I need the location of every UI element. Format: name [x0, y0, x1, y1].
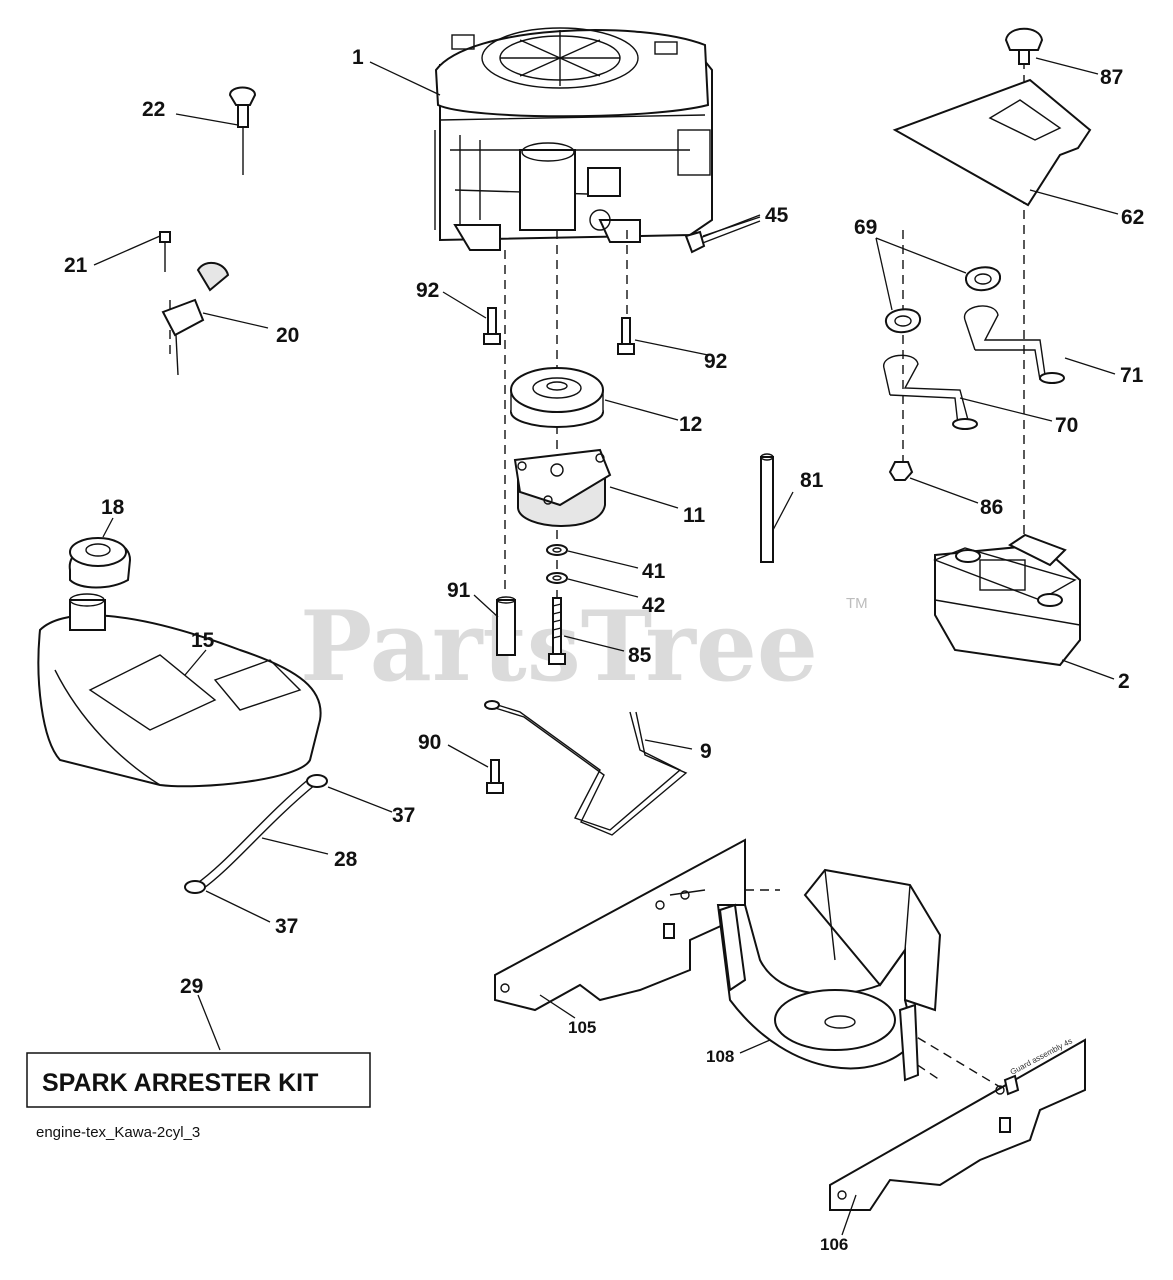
label-29: 29	[180, 975, 203, 998]
label-105: 105	[568, 1018, 596, 1037]
label-90: 90	[418, 731, 441, 754]
label-85: 85	[628, 644, 652, 667]
label-108: 108	[706, 1047, 734, 1066]
label-1: 1	[352, 46, 364, 69]
label-11: 11	[683, 504, 706, 527]
bolt-92-left	[483, 307, 501, 345]
label-28: 28	[334, 848, 358, 871]
label-20: 20	[276, 324, 299, 347]
spark-arrester-kit-text: SPARK ARRESTER KIT	[42, 1069, 318, 1097]
bracket-105	[494, 838, 746, 1012]
heat-shield-62	[892, 78, 1092, 207]
label-21: 21	[64, 254, 88, 277]
label-92-left: 92	[416, 279, 439, 302]
clamp-37-bottom	[184, 880, 206, 894]
label-70: 70	[1055, 414, 1078, 437]
label-106: 106	[820, 1235, 848, 1254]
knob-22	[228, 86, 257, 175]
exhaust-pipe-70	[883, 354, 978, 430]
washer-41	[546, 544, 568, 556]
label-91: 91	[447, 579, 471, 602]
label-12: 12	[679, 413, 702, 436]
gasket-69-upper	[965, 266, 1001, 292]
gasket-69-lower	[885, 308, 921, 334]
engine-illustration	[434, 27, 713, 251]
nut-86	[888, 461, 914, 481]
fuel-tank-15	[37, 593, 322, 788]
label-87: 87	[1100, 66, 1123, 89]
knob-87	[1004, 27, 1044, 65]
throttle-20	[159, 231, 230, 376]
exhaust-pipe-71	[964, 305, 1065, 384]
rod-81	[760, 453, 774, 563]
pulley-12	[510, 367, 604, 428]
fuel-cap-18	[68, 537, 132, 589]
diagram-caption: engine-tex_Kawa-2cyl_3	[36, 1124, 200, 1141]
label-37-top: 37	[392, 804, 415, 827]
bracket-9	[484, 700, 688, 836]
label-22: 22	[142, 98, 165, 121]
label-62: 62	[1121, 206, 1144, 229]
label-41: 41	[642, 560, 666, 583]
spark-arrester-kit-box: SPARK ARRESTER KIT	[26, 1052, 371, 1108]
label-45: 45	[765, 204, 789, 227]
label-92-right: 92	[704, 350, 727, 373]
guard-108	[716, 868, 942, 1082]
bolt-85	[548, 597, 566, 665]
label-69: 69	[854, 216, 877, 239]
label-9: 9	[700, 740, 712, 763]
label-86: 86	[980, 496, 1003, 519]
watermark-tm: TM	[846, 595, 868, 612]
label-15: 15	[191, 629, 215, 652]
label-42: 42	[642, 594, 665, 617]
label-18: 18	[101, 496, 125, 519]
label-71: 71	[1120, 364, 1144, 387]
leader-lines	[93, 57, 1119, 1236]
part-labels: 1 22 21 20 92 92 12 11 41 42 85 91 81 9 …	[64, 46, 1144, 1254]
label-81: 81	[800, 469, 824, 492]
label-2: 2	[1118, 670, 1130, 693]
bolt-92-right	[617, 317, 635, 355]
spacer-91	[496, 596, 516, 656]
washer-42	[546, 572, 568, 584]
clutch-11	[513, 448, 612, 527]
fuel-hose-28	[194, 777, 317, 892]
bolt-90	[486, 759, 504, 794]
clamp-37-top	[306, 774, 328, 788]
label-37-bottom: 37	[275, 915, 298, 938]
muffler-2	[933, 533, 1081, 667]
